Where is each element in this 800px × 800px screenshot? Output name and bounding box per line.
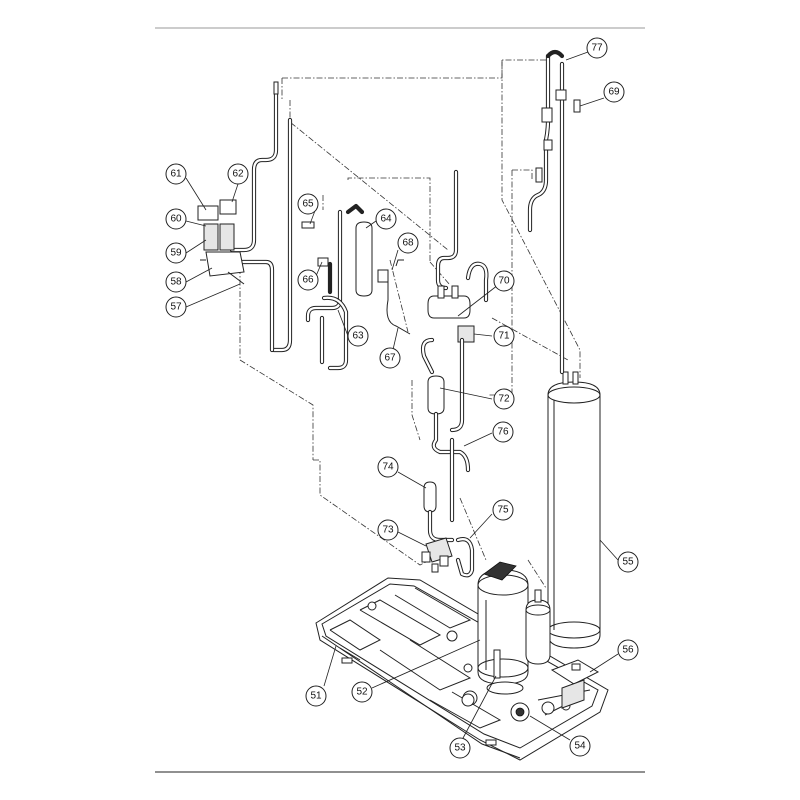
callout-75: 75 [492,499,514,521]
callout-71-label: 71 [498,331,510,342]
valve-assembly-left [197,81,293,353]
callout-74-label: 74 [382,462,394,473]
callout-71: 71 [493,325,515,347]
callout-68: 68 [397,232,419,254]
callout-66-label: 66 [302,275,314,286]
callout-62: 62 [227,163,249,185]
terminal-bracket [550,659,600,709]
callout-53: 53 [449,737,471,759]
callout-75-label: 75 [497,505,509,516]
callout-77-label: 77 [591,43,603,54]
callout-56-label: 56 [622,645,634,656]
callout-74: 74 [377,456,399,478]
middle-assembly [301,203,411,371]
callout-59-label: 59 [170,248,182,259]
callout-54-label: 54 [574,741,586,752]
callout-76-label: 76 [497,427,509,438]
callout-73: 73 [377,519,399,541]
callout-61-label: 61 [170,169,182,180]
callout-67-label: 67 [384,353,396,364]
connector-lines [239,59,581,589]
callout-64-label: 64 [380,214,392,225]
callout-60-label: 60 [170,214,182,225]
center-pipe-assembly [420,169,489,578]
callout-51-label: 51 [310,691,322,702]
callout-55-label: 55 [622,557,634,568]
callout-63: 63 [347,325,369,347]
callout-61: 61 [165,163,187,185]
callout-72-label: 72 [498,394,510,405]
right-top-pipe [527,49,581,375]
callout-bubbles: 51 52 53 54 55 56 57 58 59 60 61 62 63 6… [165,37,639,759]
callout-73-label: 73 [382,525,394,536]
callout-56: 56 [617,639,639,661]
callout-62-label: 62 [232,169,244,180]
callout-52: 52 [351,681,373,703]
callout-69-label: 69 [608,87,620,98]
callout-52-label: 52 [356,687,368,698]
callout-59: 59 [165,242,187,264]
callout-66: 66 [297,269,319,291]
callout-65-label: 65 [302,199,314,210]
callout-57: 57 [165,296,187,318]
callout-68-label: 68 [402,238,414,249]
receiver-tank [547,371,601,649]
callout-63-label: 63 [352,331,364,342]
callout-77: 77 [586,37,608,59]
callout-58-label: 58 [170,277,182,288]
callout-57-label: 57 [170,302,182,313]
callout-60: 60 [165,208,187,230]
callout-65: 65 [297,193,319,215]
callout-53-label: 53 [454,743,466,754]
callout-70-label: 70 [498,276,510,287]
callout-72: 72 [493,388,515,410]
base-pan [315,577,609,761]
callout-70: 70 [493,270,515,292]
callout-58: 58 [165,271,187,293]
callout-69: 69 [603,81,625,103]
callout-55: 55 [617,551,639,573]
callout-54: 54 [569,735,591,757]
callout-76: 76 [492,421,514,443]
callout-51: 51 [305,685,327,707]
callout-64: 64 [375,208,397,230]
callout-67: 67 [379,347,401,369]
compressor [461,561,551,722]
